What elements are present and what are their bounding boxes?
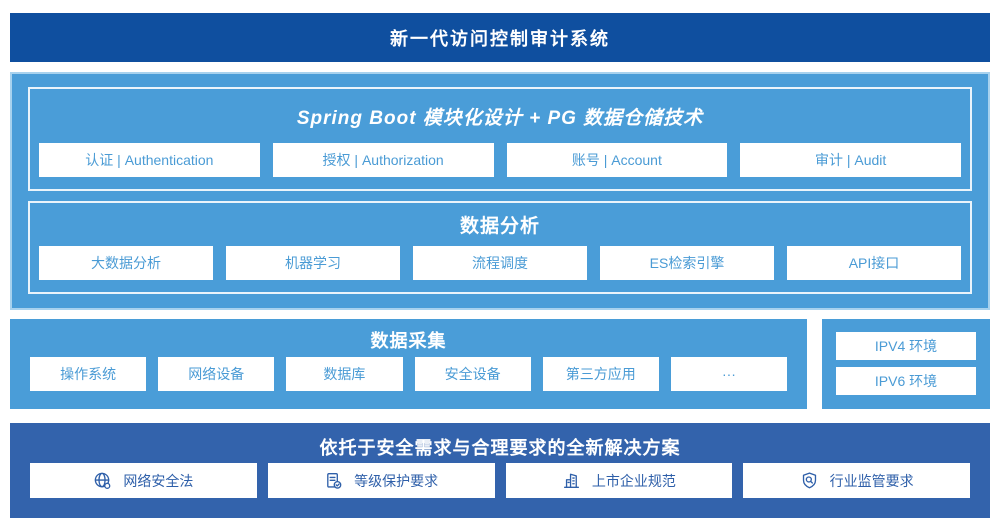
data-collection-block: 数据采集 操作系统 网络设备 数据库 安全设备 第三方应用 ··· (10, 319, 807, 409)
solution-block: 依托于安全需求与合理要求的全新解决方案 网络安全法 (10, 423, 990, 518)
data-analysis-title: 数据分析 (459, 216, 540, 238)
module-machine-learning: 机器学习 (226, 246, 400, 280)
data-analysis-section: 数据分析 大数据分析 机器学习 流程调度 ES检索引擎 API接口 (28, 201, 972, 294)
module-workflow-scheduling: 流程调度 (413, 246, 587, 280)
springboot-section-title: Spring Boot 模块化设计 + PG 数据仓储技术 (296, 107, 704, 129)
source-database: 数据库 (286, 357, 403, 391)
analysis-modules-row: 大数据分析 机器学习 流程调度 ES检索引擎 API接口 (39, 246, 961, 280)
solution-items-row: 网络安全法 等级保护要求 (30, 463, 970, 498)
data-collection-title: 数据采集 (370, 331, 447, 351)
network-env-block: IPV4 环境 IPV6 环境 (822, 319, 990, 409)
source-network-device: 网络设备 (158, 357, 275, 391)
source-more-ellipsis: ··· (670, 357, 788, 391)
solution-item-listed-company-standard: 上市企业规范 (505, 463, 733, 498)
solution-item-industry-regulation: 行业监管要求 (743, 463, 970, 498)
document-check-icon (324, 471, 343, 490)
collection-sources-row: 操作系统 网络设备 数据库 安全设备 第三方应用 ··· (30, 357, 788, 391)
module-authentication: 认证 | Authentication (39, 143, 260, 178)
solution-item-network-security-law: 网络安全法 (30, 463, 257, 498)
source-security-device: 安全设备 (414, 357, 531, 391)
module-api-interface: API接口 (787, 246, 961, 280)
module-bigdata-analysis: 大数据分析 (39, 246, 213, 280)
solution-item-label: 等级保护要求 (354, 472, 439, 489)
env-ipv6: IPV6 环境 (836, 367, 976, 395)
solution-item-label: 网络安全法 (123, 472, 194, 489)
module-account: 账号 | Account (506, 143, 728, 178)
source-operating-system: 操作系统 (30, 357, 147, 391)
solution-item-label: 上市企业规范 (591, 472, 676, 489)
springboot-section: Spring Boot 模块化设计 + PG 数据仓储技术 认证 | Authe… (28, 87, 972, 192)
module-es-search-engine: ES检索引擎 (600, 246, 774, 280)
solution-title: 依托于安全需求与合理要求的全新解决方案 (319, 438, 681, 458)
env-ipv4: IPV4 环境 (836, 332, 976, 360)
module-audit: 审计 | Audit (740, 143, 961, 178)
source-third-party-app: 第三方应用 (542, 357, 659, 391)
page-title: 新一代访问控制审计系统 (10, 13, 990, 62)
auth-modules-row: 认证 | Authentication 授权 | Authorization 账… (39, 143, 961, 178)
platform-block: Spring Boot 模块化设计 + PG 数据仓储技术 认证 | Authe… (10, 72, 990, 310)
shield-search-icon (800, 471, 819, 490)
module-authorization: 授权 | Authorization (272, 143, 494, 178)
solution-item-label: 行业监管要求 (829, 472, 914, 489)
building-icon (562, 471, 581, 490)
globe-icon (93, 471, 112, 490)
solution-item-classified-protection: 等级保护要求 (267, 463, 495, 498)
